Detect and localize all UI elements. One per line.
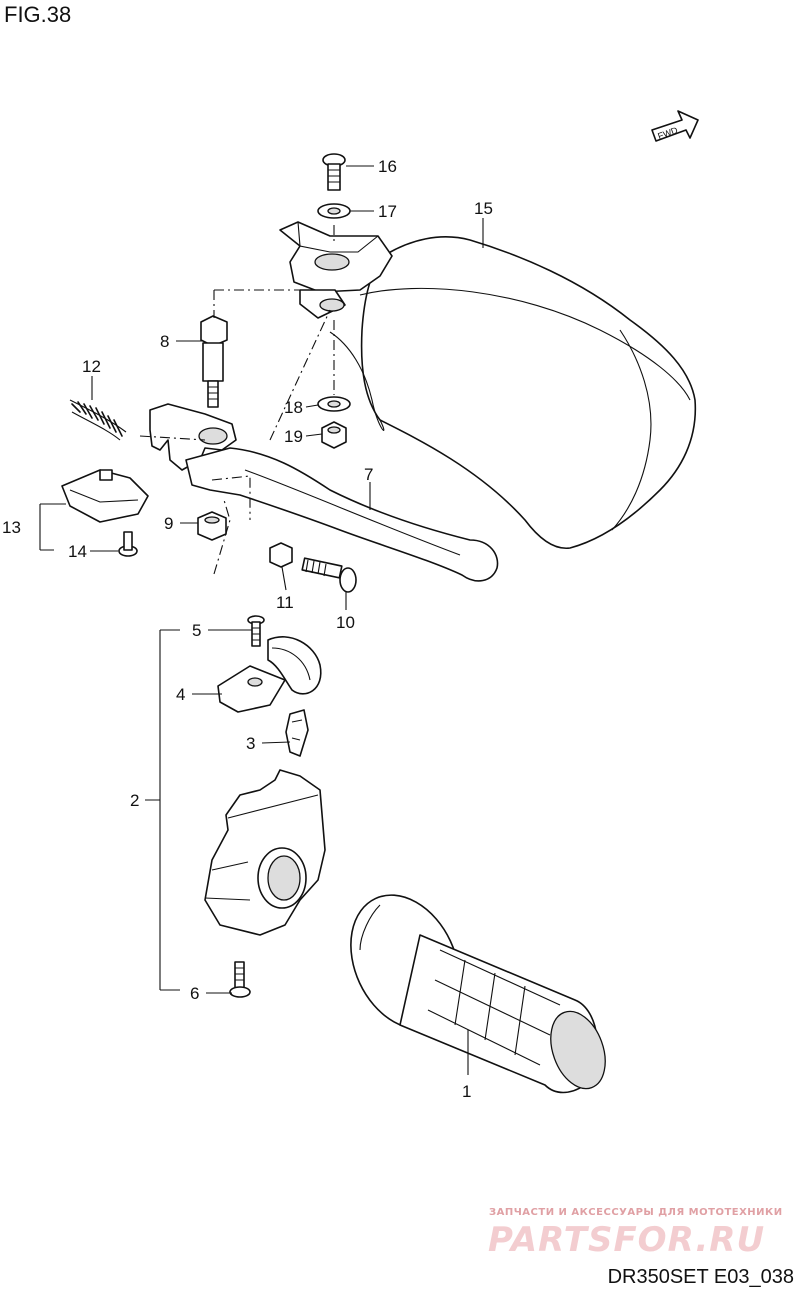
part-14-screw xyxy=(118,531,138,557)
callout-9: 9 xyxy=(164,514,173,533)
watermark-logo: PARTSFOR.RU xyxy=(488,1220,766,1260)
part-17-washer xyxy=(317,203,351,219)
part-5-screw xyxy=(247,615,265,647)
watermark-tagline: ЗАПЧАСТИ И АКСЕССУАРЫ ДЛЯ МОТОТЕХНИКИ xyxy=(489,1207,783,1218)
part-4-bracket xyxy=(217,665,286,713)
part-3-clip xyxy=(285,709,309,757)
callout-2: 2 xyxy=(130,791,139,810)
part-9-nut xyxy=(197,511,227,541)
callout-11: 11 xyxy=(276,593,294,612)
part-10-adjuster-bolt xyxy=(301,557,357,593)
part-16-bolt xyxy=(322,153,346,191)
part-19-nut xyxy=(321,421,347,449)
callout-18: 18 xyxy=(284,398,303,417)
callout-10: 10 xyxy=(336,613,355,632)
guard-bracket xyxy=(279,221,393,319)
callout-5: 5 xyxy=(192,621,201,640)
callout-13: 13 xyxy=(2,518,21,537)
figure-title: FIG.38 xyxy=(4,2,72,27)
callout-14: 14 xyxy=(68,542,87,561)
callout-labels: 16 17 15 8 12 18 19 7 13 9 14 11 10 5 4 … xyxy=(2,157,493,1101)
callout-19: 19 xyxy=(284,427,303,446)
callout-16: 16 xyxy=(378,157,397,176)
part-13-switch xyxy=(61,469,149,523)
fwd-arrow-icon: FWD xyxy=(651,110,699,142)
callout-7: 7 xyxy=(364,465,373,484)
callout-8: 8 xyxy=(160,332,169,351)
part-2-housing xyxy=(204,769,326,936)
callout-6: 6 xyxy=(190,984,199,1003)
part-18-washer xyxy=(317,396,351,412)
callout-12: 12 xyxy=(82,357,101,376)
part-11-nut xyxy=(269,542,293,568)
alignment-lines xyxy=(139,225,335,575)
diagram-code: DR350SET E03_038 xyxy=(607,1266,794,1288)
callout-15: 15 xyxy=(474,199,493,218)
part-12-spring xyxy=(69,399,127,441)
part-8-pivot-bolt xyxy=(200,315,228,408)
part-6-screw xyxy=(229,961,251,998)
hand-guard xyxy=(329,236,697,549)
part-clamp xyxy=(267,636,322,695)
callout-4: 4 xyxy=(176,685,185,704)
part-7-clutch-lever xyxy=(149,403,499,582)
callout-1: 1 xyxy=(462,1082,471,1101)
callout-17: 17 xyxy=(378,202,397,221)
part-1-grip xyxy=(350,894,606,1094)
leader-lines xyxy=(39,165,484,1075)
callout-3: 3 xyxy=(246,734,255,753)
